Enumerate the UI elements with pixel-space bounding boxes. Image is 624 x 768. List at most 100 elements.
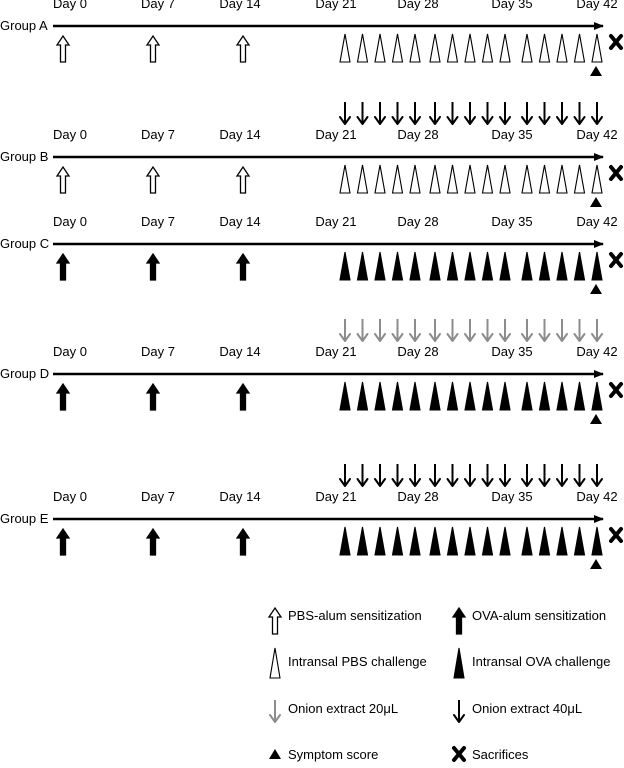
- group-label: Group A: [0, 18, 48, 33]
- ova-sensitization-arrow: [145, 527, 161, 556]
- ova-sensitization-arrow: [235, 382, 251, 411]
- cross-icon: [452, 746, 466, 762]
- legend-onion-20-label: Onion extract 20μL: [288, 701, 398, 716]
- onion-extract-40-arrow: [446, 102, 459, 125]
- sacrifice-cross: [609, 34, 623, 50]
- day-label: Day 21: [315, 344, 356, 359]
- onion-extract-40-arrow: [591, 102, 603, 125]
- legend-symptom-score: Symptom score: [269, 747, 378, 762]
- ova-challenge-spike: [538, 251, 551, 281]
- ova-challenge-spike: [339, 381, 351, 411]
- pbs-challenge-spike: [391, 164, 404, 194]
- ova-sensitization-arrow: [55, 252, 71, 281]
- pbs-challenge-spike: [556, 33, 568, 63]
- day-label: Day 14: [219, 489, 260, 504]
- legend-ova-sensitization-label: OVA-alum sensitization: [472, 608, 606, 623]
- legend-onion-20: Onion extract 20μL: [269, 700, 398, 723]
- ova-challenge-spike: [356, 381, 369, 411]
- day-label: Day 42: [576, 214, 617, 229]
- pbs-sensitization-arrow: [55, 34, 71, 63]
- onion-extract-20-arrow: [391, 319, 404, 342]
- onion-extract-20-arrow: [339, 319, 351, 342]
- filled-spike-icon: [453, 647, 465, 679]
- legend-pbs-sensitization-label: PBS-alum sensitization: [288, 608, 422, 623]
- pbs-challenge-spike: [464, 33, 476, 63]
- triangle-icon: [269, 749, 281, 759]
- sacrifice-cross: [609, 252, 623, 268]
- pbs-challenge-spike: [521, 33, 533, 63]
- onion-extract-40-arrow: [521, 102, 533, 125]
- pbs-challenge-spike: [446, 164, 459, 194]
- day-label: Day 7: [141, 214, 175, 229]
- ova-challenge-spike: [446, 381, 459, 411]
- day-label: Day 42: [576, 344, 617, 359]
- ova-challenge-spike: [538, 526, 551, 556]
- legend-ova-sensitization: OVA-alum sensitization: [451, 606, 606, 635]
- pbs-sensitization-arrow: [55, 165, 71, 194]
- ova-challenge-spike: [409, 251, 421, 281]
- day-label: Day 14: [219, 127, 260, 142]
- ova-challenge-spike: [591, 251, 603, 281]
- day-label: Day 0: [53, 127, 87, 142]
- onion-extract-20-arrow: [591, 319, 603, 342]
- ova-sensitization-arrow: [235, 527, 251, 556]
- onion-extract-40-arrow: [573, 464, 586, 487]
- pbs-challenge-spike: [409, 33, 421, 63]
- day-label: Day 28: [397, 344, 438, 359]
- ova-challenge-spike: [356, 251, 369, 281]
- pbs-challenge-spike: [429, 33, 441, 63]
- onion-extract-40-arrow: [409, 102, 421, 125]
- symptom-score-triangle: [590, 66, 602, 76]
- ova-challenge-spike: [374, 526, 386, 556]
- onion-extract-20-arrow: [356, 319, 369, 342]
- ova-challenge-spike: [374, 251, 386, 281]
- pbs-challenge-spike: [374, 164, 386, 194]
- ova-sensitization-arrow: [55, 527, 71, 556]
- day-label: Day 7: [141, 127, 175, 142]
- ova-challenge-spike: [499, 526, 511, 556]
- day-label: Day 35: [491, 344, 532, 359]
- onion-extract-40-arrow: [339, 464, 351, 487]
- onion-extract-40-arrow: [538, 464, 551, 487]
- pbs-challenge-spike: [409, 164, 421, 194]
- day-label: Day 21: [315, 0, 356, 11]
- pbs-challenge-spike: [339, 164, 351, 194]
- legend: PBS-alum sensitization OVA-alum sensitiz…: [267, 606, 611, 762]
- pbs-challenge-spike: [556, 164, 568, 194]
- ova-challenge-spike: [521, 251, 533, 281]
- legend-ova-challenge-label: Intransal OVA challenge: [472, 654, 611, 669]
- onion-extract-20-arrow: [556, 319, 568, 342]
- open-arrow-up-icon: [267, 606, 283, 635]
- legend-sacrifices-label: Sacrifices: [472, 747, 529, 762]
- ova-challenge-spike: [499, 381, 511, 411]
- pbs-challenge-spike: [573, 33, 586, 63]
- ova-challenge-spike: [591, 526, 603, 556]
- legend-ova-challenge: Intransal OVA challenge: [453, 647, 611, 679]
- legend-symptom-score-label: Symptom score: [288, 747, 378, 762]
- onion-extract-40-arrow: [339, 102, 351, 125]
- legend-onion-40: Onion extract 40μL: [453, 700, 582, 723]
- symptom-score-triangle: [590, 559, 602, 569]
- onion-extract-40-arrow: [521, 464, 533, 487]
- ova-challenge-spike: [391, 526, 404, 556]
- pbs-challenge-spike: [538, 33, 551, 63]
- symptom-score-triangle: [590, 414, 602, 424]
- group-label: Group C: [0, 236, 49, 251]
- onion-extract-40-arrow: [429, 102, 441, 125]
- ova-challenge-spike: [481, 381, 494, 411]
- onion-extract-20-arrow: [521, 319, 533, 342]
- sacrifice-cross: [609, 165, 623, 181]
- symptom-score-triangle: [590, 284, 602, 294]
- legend-pbs-sensitization: PBS-alum sensitization: [267, 606, 422, 635]
- ova-challenge-spike: [429, 526, 441, 556]
- day-label: Day 28: [397, 127, 438, 142]
- ova-challenge-spike: [339, 251, 351, 281]
- day-label: Day 35: [491, 0, 532, 11]
- ova-challenge-spike: [464, 381, 476, 411]
- ova-challenge-spike: [409, 526, 421, 556]
- day-label: Day 28: [397, 489, 438, 504]
- onion-extract-40-arrow: [481, 464, 494, 487]
- day-label: Day 7: [141, 489, 175, 504]
- day-label: Day 0: [53, 214, 87, 229]
